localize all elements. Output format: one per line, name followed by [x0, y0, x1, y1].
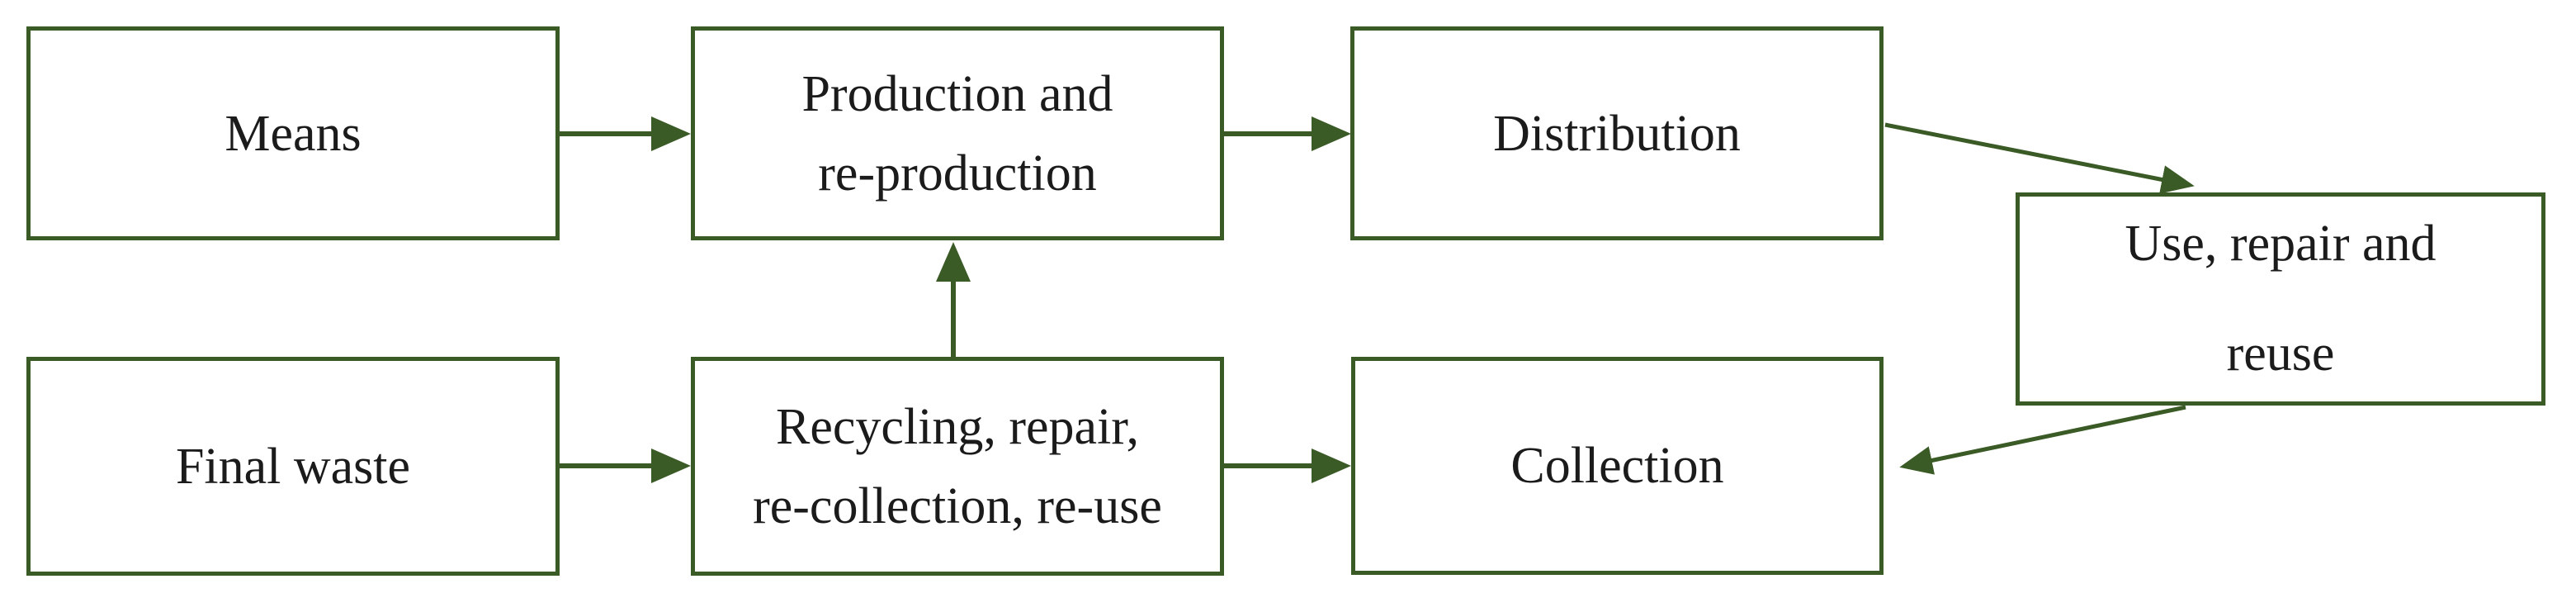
arrow-use-to-collection	[1899, 405, 2186, 475]
arrow-distribution-to-use	[1884, 122, 2195, 194]
node-recycling-label-line1: Recycling, repair,	[776, 398, 1139, 455]
node-production-and-re-production: Production and re-production	[691, 26, 1224, 240]
node-production-label-line1: Production and	[801, 65, 1113, 122]
node-collection: Collection	[1351, 357, 1884, 575]
node-means: Means	[26, 26, 560, 240]
node-distribution-label: Distribution	[1493, 105, 1741, 162]
node-distribution: Distribution	[1350, 26, 1884, 240]
node-use-repair-and-reuse: Use, repair and reuse	[2016, 192, 2545, 406]
node-recycling-label-line2: re-collection, re-use	[753, 477, 1162, 534]
node-final-waste-label: Final waste	[175, 438, 411, 495]
node-means-label: Means	[225, 105, 362, 162]
node-recycling-repair-re-collection-re-use: Recycling, repair, re-collection, re-use	[691, 357, 1224, 576]
node-collection-label: Collection	[1510, 438, 1724, 494]
node-use-label-line2: reuse	[2226, 325, 2335, 382]
node-production-label-line2: re-production	[818, 145, 1097, 202]
node-use-label-line1: Use, repair and	[2125, 216, 2437, 272]
node-final-waste: Final waste	[26, 357, 560, 576]
